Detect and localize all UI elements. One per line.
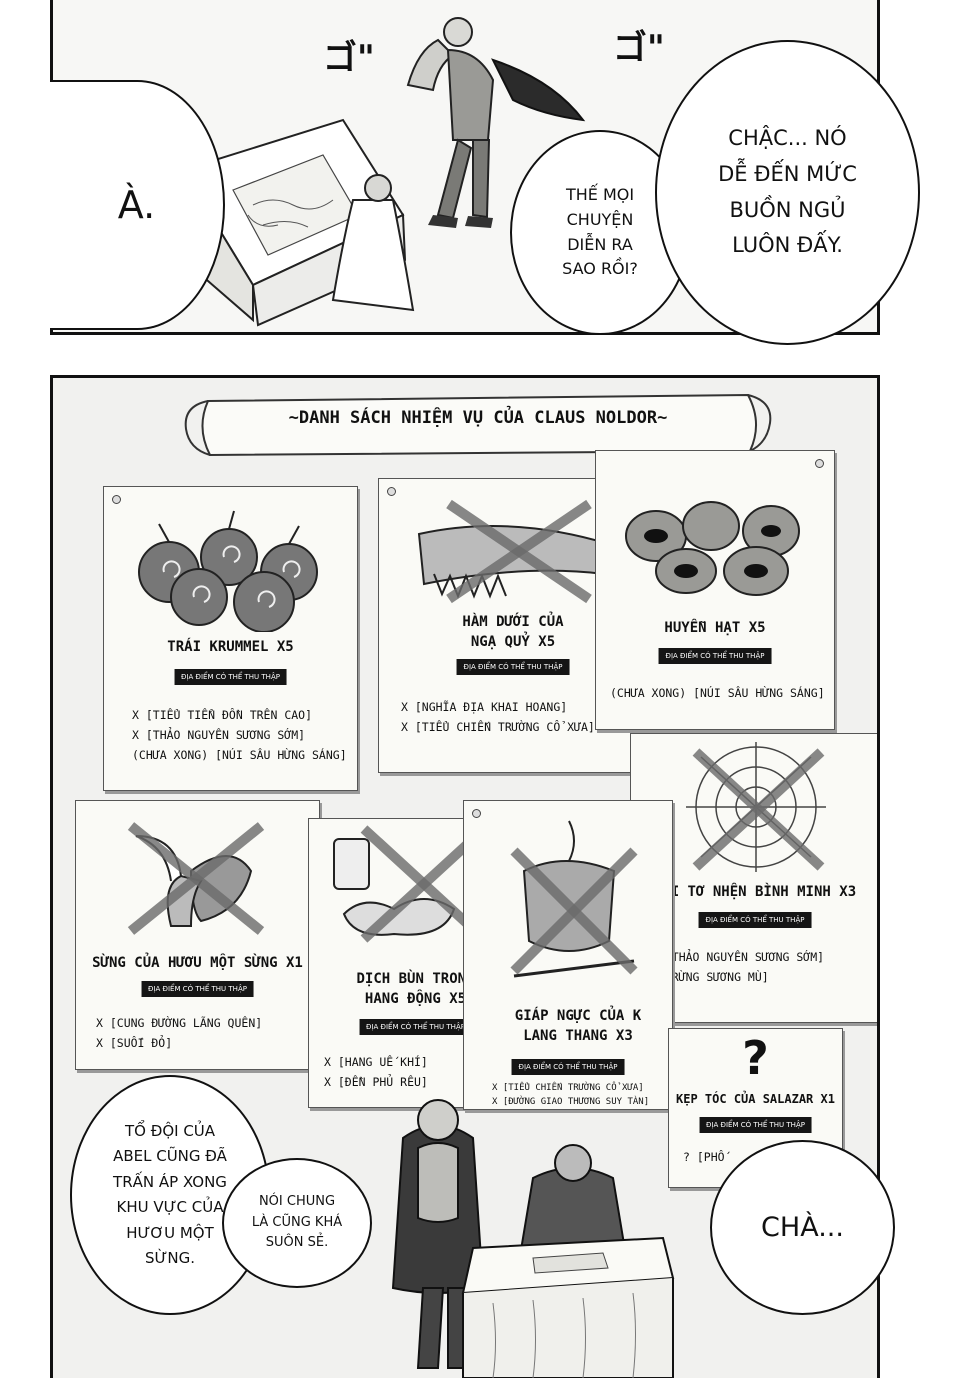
question-line-1: THẾ MỌI [565, 184, 635, 204]
reply-line-2: DỄ ĐẾN MỨC [718, 161, 857, 186]
abel-line-3: TRẤN ÁP XONG [113, 1172, 227, 1191]
unicorn-deer-icon [127, 822, 265, 935]
location-item: ? [PHỐ [683, 1150, 725, 1164]
pin-icon [815, 459, 824, 468]
location-item: X [ĐƯỜNG GIAO THƯƠNG SUY TÀN] [492, 1097, 650, 1108]
location-item: (CHƯA XONG) [NÚI SÂU HỪNG SÁNG] [610, 686, 825, 700]
board-title: ~DANH SÁCH NHIỆM VỤ CỦA CLAUS NOLDOR~ [288, 408, 668, 428]
spider-web-icon [686, 742, 826, 872]
poster-krummel: TRÁI KRUMMEL X5 ĐỊA ĐIỂM CÓ THỂ THU THẬP… [103, 486, 358, 791]
poster-spider-title: SỢI TƠ NHỆN BÌNH MINH X3 [653, 884, 857, 900]
overall-line-1: NÓI CHUNG [258, 1193, 336, 1209]
poster-spider-tag: ĐỊA ĐIỂM CÓ THỂ THU THẬP [698, 912, 812, 928]
poster-nut: HUYỄN HẠT X5 ĐỊA ĐIỂM CÓ THỂ THU THẬP (C… [595, 450, 835, 730]
poster-jaw-title-2: NGẠ QUỶ X5 [470, 634, 556, 650]
question-line-2: CHUYỆN [566, 209, 634, 229]
poster-jaw-tag: ĐỊA ĐIỂM CÓ THỂ THU THẬP [456, 659, 570, 675]
abel-line-5: HƯƠU MỘT [126, 1223, 214, 1242]
location-item: X [ĐỀN PHỦ RÊU] [324, 1075, 428, 1090]
poster-hairpin-locations: ? [PHỐ [683, 1147, 725, 1167]
question-line-4: SAO RỒI? [562, 259, 638, 279]
poster-armor-title-1: GIÁP NGỰC CỦA K [514, 1008, 642, 1024]
abel-line-4: KHU VỰC CỦA [116, 1198, 224, 1216]
poster-hairpin-tag: ĐỊA ĐIỂM CÓ THỂ THU THẬP [699, 1117, 812, 1133]
krummel-fruit-icon [138, 510, 318, 632]
wow-text: CHÀ... [761, 1211, 844, 1243]
reply-line-1: CHẬC... NÓ [728, 126, 847, 151]
poster-jaw-title-1: HÀM DƯỚI CỦA [462, 614, 564, 630]
poster-nut-title: HUYỄN HẠT X5 [664, 620, 766, 636]
overall-line-2: LÀ CŨNG KHÁ [251, 1214, 343, 1230]
sfx-rumble-left: ゴ" [323, 38, 375, 78]
pin-icon [472, 809, 481, 818]
reply-line-4: LUÔN ĐẤY. [732, 233, 843, 258]
location-item: X [TIỂU TIỂN ĐỒN TRÊN CAO] [132, 708, 313, 722]
poster-slime-locations: X [HANG UẾ KHÍ] X [ĐỀN PHỦ RÊU] [324, 1052, 428, 1092]
poster-armor-tag: ĐỊA ĐIỂM CÓ THỂ THU THẬP [511, 1059, 625, 1075]
poster-nut-locations: (CHƯA XONG) [NÚI SÂU HỪNG SÁNG] [610, 683, 825, 703]
location-item: X [TIỂU CHIẾN TRƯỜNG CỔ XƯA] [492, 1083, 644, 1093]
speech-bubble-a-text: À. [117, 182, 156, 227]
characters-at-table-illustration [391, 1099, 675, 1378]
speech-bubble-wow: CHÀ... [710, 1140, 895, 1315]
pin-icon [112, 495, 121, 504]
location-item: X [SUỐI ĐỎ] [96, 1036, 173, 1051]
abel-line-6: SỪNG. [144, 1249, 195, 1267]
speech-bubble-overall: NÓI CHUNG LÀ CŨNG KHÁ SUÔN SẺ. [222, 1158, 372, 1288]
question-line-3: DIỄN RA [567, 234, 633, 254]
abel-line-2: ABEL CŨNG ĐÃ [113, 1147, 227, 1165]
location-item: X [CUNG ĐƯỜNG LÃNG QUÊN] [96, 1016, 263, 1030]
quest-board-panel: ~DANH SÁCH NHIỆM VỤ CỦA CLAUS NOLDOR~ TR… [50, 375, 880, 1378]
poster-jaw-locations: X [NGHĨA ĐỊA KHAI HOANG] X [TIỂU CHIẾN T… [401, 697, 595, 737]
location-item: X [TIỂU CHIẾN TRƯỜNG CỔ XƯA] [401, 720, 595, 735]
location-item: (CHƯA XONG) [NÚI SÂU HỪNG SÁNG] [132, 748, 347, 763]
poster-armor-locations: X [TIỂU CHIẾN TRƯỜNG CỔ XƯA] X [ĐƯỜNG GI… [492, 1081, 650, 1109]
poster-armor: GIÁP NGỰC CỦA K LANG THANG X3 ĐỊA ĐIỂM C… [463, 800, 673, 1110]
question-mark-icon: ? [742, 1031, 769, 1085]
poster-krummel-tag: ĐỊA ĐIỂM CÓ THỂ THU THẬP [174, 669, 287, 685]
location-item: X [RỪNG SƯƠNG MÙ] [651, 970, 769, 985]
poster-horn: SỪNG CỦA HƯƠU MỘT SỪNG X1 ĐỊA ĐIỂM CÓ TH… [75, 800, 320, 1070]
poster-slime-tag: ĐỊA ĐIỂM CÓ THỂ THU THẬP [359, 1019, 472, 1035]
nut-icon [625, 501, 800, 596]
poster-horn-tag: ĐỊA ĐIỂM CÓ THỂ THU THẬP [141, 981, 254, 997]
poster-nut-tag: ĐỊA ĐIỂM CÓ THỂ THU THẬP [658, 648, 772, 664]
location-item: X [HANG UẾ KHÍ] [324, 1055, 428, 1069]
location-item: X [THẢO NGUYÊN SƯƠNG SỚM] [651, 950, 825, 964]
poster-horn-title: SỪNG CỦA HƯƠU MỘT SỪNG X1 [92, 955, 303, 971]
jaw-bone-icon [417, 499, 611, 604]
location-item: X [NGHĨA ĐỊA KHAI HOANG] [401, 700, 568, 714]
poster-armor-title-2: LANG THANG X3 [523, 1028, 633, 1044]
armor-breastplate-icon [510, 820, 638, 978]
sfx-rumble-right: ゴ" [613, 28, 665, 68]
poster-spider-locations: X [THẢO NGUYÊN SƯƠNG SỚM] X [RỪNG SƯƠNG … [651, 947, 824, 987]
abel-line-1: TỔ ĐỘI CỦA [124, 1121, 216, 1140]
poster-slime-title-2: HANG ĐỘNG X5 [364, 991, 467, 1007]
poster-krummel-title: TRÁI KRUMMEL X5 [167, 639, 294, 655]
top-scene-illustration [176, 17, 586, 327]
poster-slime-title-1: DỊCH BÙN TRONG [356, 971, 475, 987]
location-item: X [THẢO NGUYÊN SƯƠNG SỚM] [132, 728, 306, 743]
reply-line-3: BUỒN NGỦ [729, 197, 846, 222]
speech-bubble-reply: CHẬC... NÓ DỄ ĐẾN MỨC BUỒN NGỦ LUÔN ĐẤY. [655, 40, 920, 345]
poster-hairpin-title: KẸP TÓC CỦA SALAZAR X1 [676, 1092, 835, 1106]
overall-line-3: SUÔN SẺ. [265, 1235, 329, 1251]
poster-horn-locations: X [CUNG ĐƯỜNG LÃNG QUÊN] X [SUỐI ĐỎ] [96, 1013, 262, 1053]
poster-krummel-locations: X [TIỂU TIỂN ĐỒN TRÊN CAO] X [THẢO NGUYÊ… [132, 705, 347, 765]
speech-bubble-a: À. [50, 80, 225, 330]
pin-icon [387, 487, 396, 496]
